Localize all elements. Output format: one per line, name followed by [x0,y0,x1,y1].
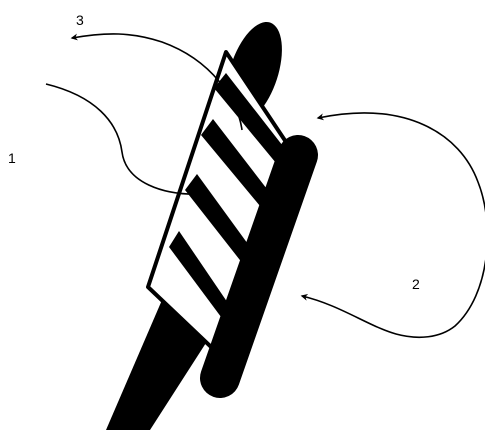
arrow-1 [46,84,204,194]
step-label-1: 1 [8,150,16,166]
step-label-2: 2 [412,276,420,292]
step-label-3: 3 [76,12,84,28]
arrow-2 [302,113,485,337]
